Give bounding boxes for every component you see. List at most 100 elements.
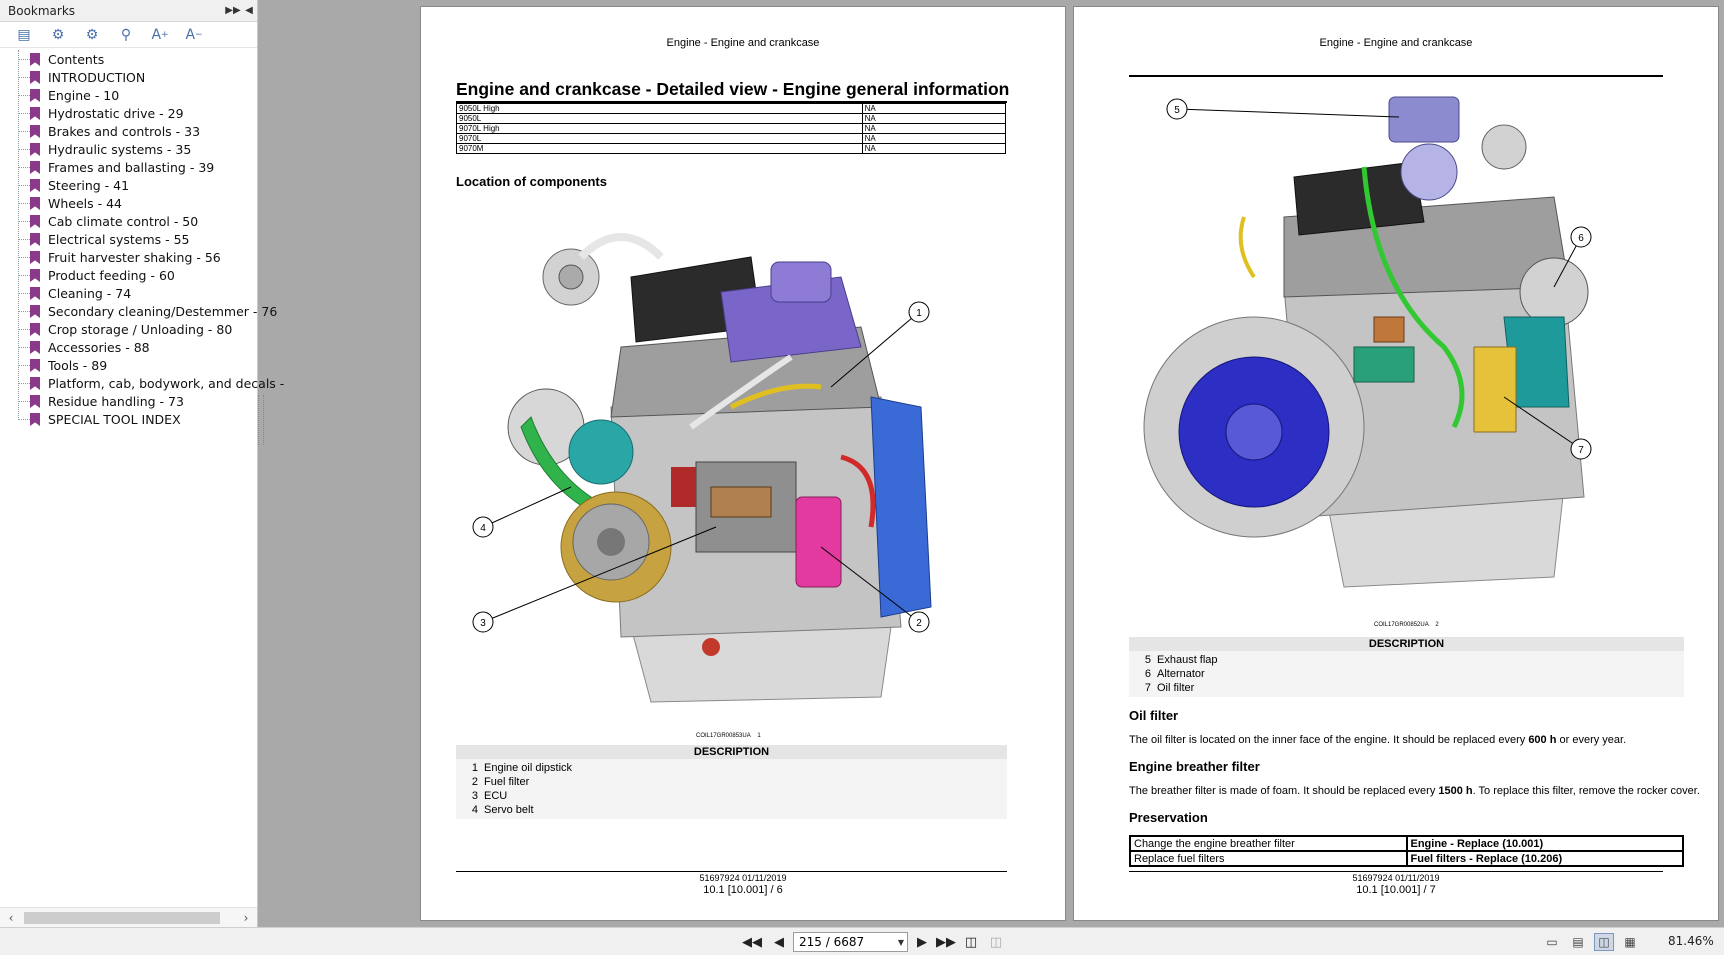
bookmark-item[interactable]: INTRODUCTION [0,68,257,86]
decrease-text-size-icon[interactable]: A− [185,26,203,43]
bookmark-item[interactable]: Wheels - 44 [0,194,257,212]
expand-bookmark-icon[interactable]: ⚙ [51,26,65,43]
collapse-panel-icon[interactable]: ▶▶ [225,5,241,16]
item-number: 7 [1144,682,1151,694]
zoom-level[interactable]: 81.46% [1668,934,1714,948]
first-page-icon[interactable]: ◀◀ [742,934,762,950]
bookmark-label: Contents [48,51,105,67]
bookmark-item[interactable]: Hydraulic systems - 35 [0,140,257,158]
reference-link[interactable]: Engine - Replace (10.001) [1405,835,1684,852]
collapse-bookmark-icon[interactable]: ⚙ [85,26,99,43]
bookmarks-header: Bookmarks ▶▶ ◀ [0,0,257,22]
item-number: 3 [471,790,478,802]
bookmark-label: Frames and ballasting - 39 [48,159,215,175]
bookmark-label: Brakes and controls - 33 [48,123,201,139]
document-page-left: Engine - Engine and crankcase Engine and… [420,6,1066,921]
single-page-view-icon[interactable]: ▭ [1546,935,1558,949]
next-view-icon[interactable]: ◫ [989,934,1003,950]
bookmarks-horizontal-scrollbar[interactable]: ‹ › [0,907,257,927]
last-page-icon[interactable]: ▶▶ [936,934,956,950]
callout-label: 1 [916,308,922,319]
bookmark-item[interactable]: Cab climate control - 50 [0,212,257,230]
increase-text-size-icon[interactable]: A+ [151,26,169,43]
bookmark-item[interactable]: Tools - 89 [0,356,257,374]
bookmark-item[interactable]: Fruit harvester shaking - 56 [0,248,257,266]
item-number: 5 [1144,654,1151,666]
scroll-right-icon[interactable]: › [243,910,249,925]
bookmark-item[interactable]: Brakes and controls - 33 [0,122,257,140]
bookmark-item[interactable]: Residue handling - 73 [0,392,257,410]
next-page-icon[interactable]: ▶ [917,934,927,950]
scroll-thumb[interactable] [24,911,220,924]
continuous-view-icon[interactable]: ▤ [1572,935,1584,949]
close-panel-icon[interactable]: ◀ [245,5,253,16]
bookmark-options-icon[interactable]: ▤ [17,26,31,43]
bookmark-icon [30,215,40,228]
item-text: Alternator [1157,668,1205,680]
footer-code: 51697924 01/11/2019 [1352,873,1440,883]
continuous-facing-view-icon[interactable]: ▦ [1624,935,1636,949]
task-cell: Change the engine breather filter [1129,835,1408,852]
callout-marker [1166,98,1188,120]
callout-marker [908,301,930,323]
bookmark-label: Fruit harvester shaking - 56 [48,249,221,265]
bookmark-item[interactable]: Engine - 10 [0,86,257,104]
bookmark-item[interactable]: Cleaning - 74 [0,284,257,302]
figure-code-text: COIL17GR00852UA [1374,622,1429,628]
document-page-right: Engine - Engine and crankcase [1073,6,1719,921]
bookmark-item[interactable]: Accessories - 88 [0,338,257,356]
callout-marker [1570,226,1592,248]
find-bookmark-icon[interactable]: ⚲ [120,26,132,43]
previous-view-icon[interactable]: ◫ [964,934,978,950]
bookmark-label: Cleaning - 74 [48,285,132,301]
scroll-left-icon[interactable]: ‹ [8,910,14,925]
bookmark-label: Hydrostatic drive - 29 [48,105,184,121]
oil-filter-text: The oil filter is located on the inner f… [1129,734,1529,746]
callout-label: 7 [1578,445,1584,456]
bookmark-item[interactable]: Secondary cleaning/Destemmer - 76 [0,302,277,320]
bookmark-item[interactable]: SPECIAL TOOL INDEX [0,410,257,428]
description-heading: DESCRIPTION [1129,637,1684,651]
scroll-track[interactable] [22,911,235,924]
chevron-down-icon[interactable]: ▼ [897,937,904,947]
previous-page-icon[interactable]: ◀ [774,934,784,950]
value-cell: NA [861,143,1007,154]
running-head: Engine - Engine and crankcase [1319,37,1473,49]
facing-view-icon[interactable]: ◫ [1594,933,1614,951]
bookmark-icon [30,359,40,372]
bookmark-item[interactable]: Hydrostatic drive - 29 [0,104,257,122]
oil-filter-interval: 600 h [1528,734,1557,746]
bookmark-label: Cab climate control - 50 [48,213,199,229]
bookmarks-panel: Bookmarks ▶▶ ◀ ▤ ⚙ ⚙ ⚲ A+ A− Contents IN… [0,0,284,927]
bookmark-item[interactable]: Electrical systems - 55 [0,230,257,248]
figure-code: COIL17GR00852UA 2 [1374,622,1439,628]
model-cell: 9050L High [456,103,863,114]
bookmark-item[interactable]: Frames and ballasting - 39 [0,158,257,176]
reference-link[interactable]: Fuel filters - Replace (10.206) [1405,850,1684,867]
oil-filter-heading: Oil filter [1129,708,1179,723]
bookmark-icon [30,305,40,318]
callout-label: 2 [916,618,922,629]
footer-rule [1129,871,1663,872]
page-number-input[interactable]: 215 / 6687 ▼ [793,932,908,952]
bookmark-item[interactable]: Steering - 41 [0,176,257,194]
model-cell: 9070L High [456,123,863,134]
bookmark-item[interactable]: Product feeding - 60 [0,266,257,284]
bookmark-item[interactable]: Contents [0,50,257,68]
breather-text-end: . To replace this filter, remove the roc… [1472,785,1700,797]
item-number: 1 [471,762,478,774]
panel-splitter[interactable] [258,395,264,445]
bookmark-item[interactable]: Crop storage / Unloading - 80 [0,320,257,338]
bookmark-item[interactable]: Platform, cab, bodywork, and decals - [0,374,284,392]
header-rule [1129,75,1663,77]
